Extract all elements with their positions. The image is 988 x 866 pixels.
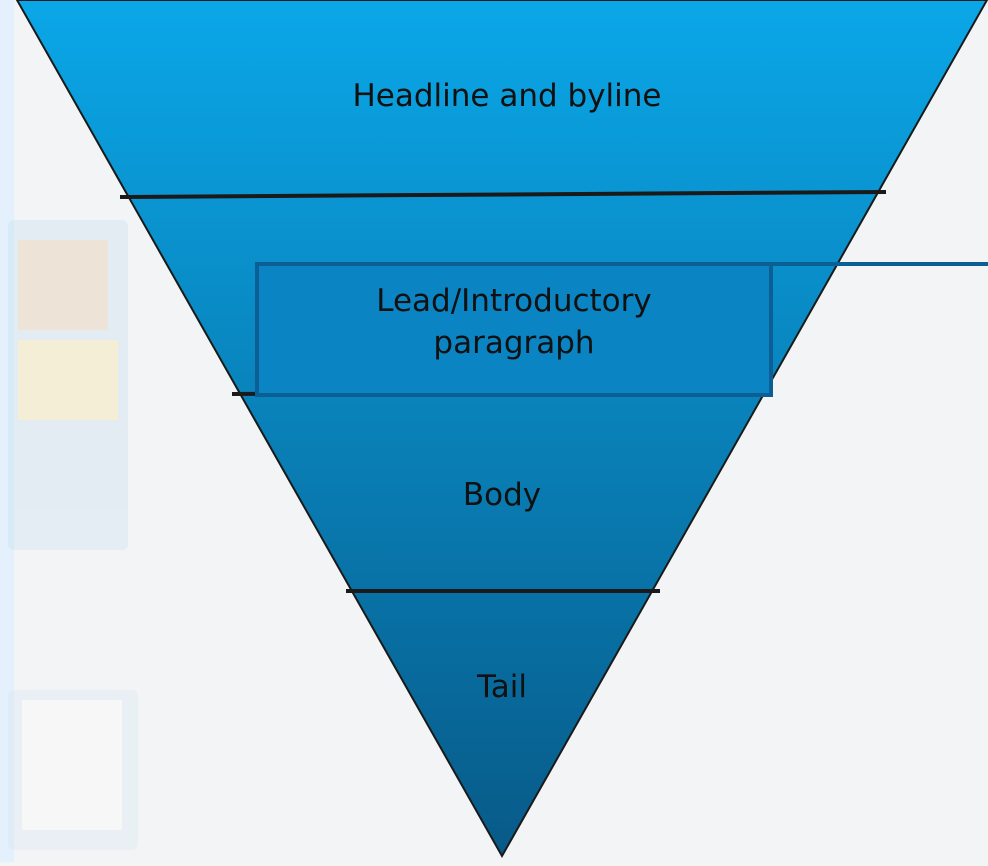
inverted-pyramid (15, 0, 988, 859)
label-lead-introductory-paragraph: Lead/Introductory paragraph (376, 283, 652, 361)
label-headline-byline: Headline and byline (352, 78, 662, 114)
label-body: Body (462, 477, 542, 513)
background-decor-pencils (8, 220, 128, 550)
background-decor-book (8, 690, 138, 850)
divider-headline-lead (119, 190, 887, 199)
lead-paragraph-box (255, 262, 773, 397)
left-decor-strip (0, 0, 14, 862)
label-tail: Tail (476, 669, 528, 705)
